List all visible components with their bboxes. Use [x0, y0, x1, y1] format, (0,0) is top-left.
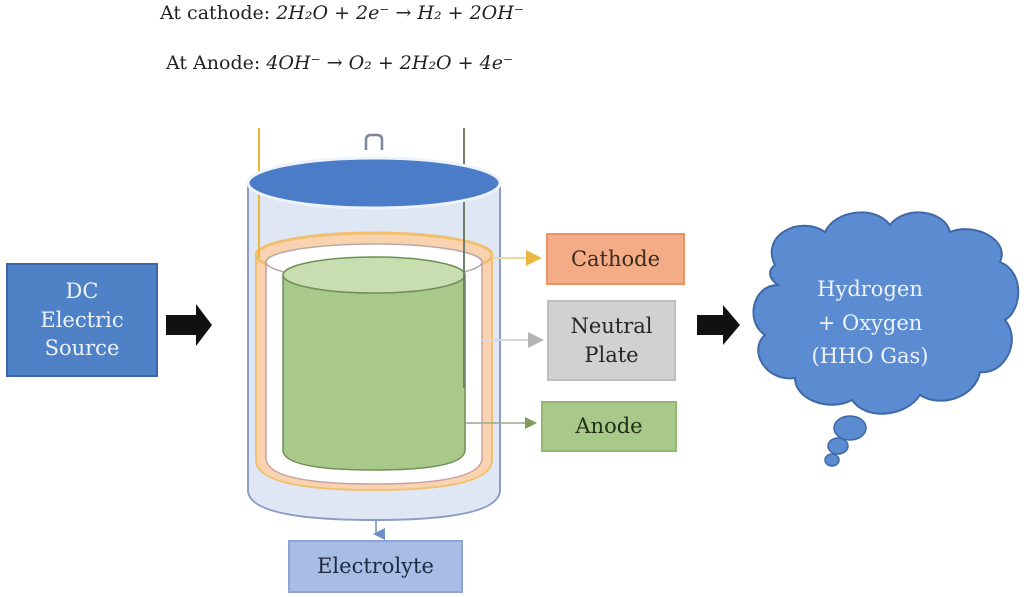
electrolyte-label-box: Electrolyte [288, 540, 463, 593]
source-line-1: DC [65, 279, 99, 304]
source-line-3: Source [44, 336, 120, 361]
anode-label: Anode [575, 414, 643, 439]
input-flow-arrow-icon [166, 304, 212, 346]
output-line-1: Hydrogen [817, 277, 923, 301]
output-flow-arrow-icon [697, 305, 740, 345]
cathode-equation-formula: 2H₂O + 2e⁻ → H₂ + 2OH⁻ [276, 2, 524, 24]
source-line-2: Electric [40, 307, 124, 332]
gas-output-cloud [752, 211, 1020, 467]
neutral-label-line-1: Neutral [570, 314, 653, 339]
dc-electric-source-box: DC Electric Source [6, 263, 158, 377]
anode-label-box: Anode [541, 401, 677, 452]
cathode-equation-label: At cathode: [160, 2, 271, 24]
cathode-label: Cathode [570, 246, 661, 271]
container-lid [246, 133, 502, 210]
cathode-label-box: Cathode [546, 233, 685, 285]
output-line-2: + Oxygen [817, 310, 923, 335]
anode-equation: At Anode: 4OH⁻ → O₂ + 2H₂O + 4e⁻ [166, 52, 513, 74]
gas-output-text: Hydrogen + Oxygen (HHO Gas) [790, 273, 950, 374]
neutral-plate-label-box: Neutral Plate [547, 300, 676, 381]
anode-cylinder [282, 256, 466, 471]
lid-handle-icon [364, 133, 384, 150]
electrolyte-label: Electrolyte [317, 554, 434, 579]
output-line-3: (HHO Gas) [811, 344, 929, 369]
anode-equation-formula: 4OH⁻ → O₂ + 2H₂O + 4e⁻ [266, 52, 513, 74]
cathode-equation: At cathode: 2H₂O + 2e⁻ → H₂ + 2OH⁻ [160, 2, 524, 24]
anode-equation-label: At Anode: [166, 52, 261, 74]
neutral-label-line-2: Plate [584, 342, 639, 367]
